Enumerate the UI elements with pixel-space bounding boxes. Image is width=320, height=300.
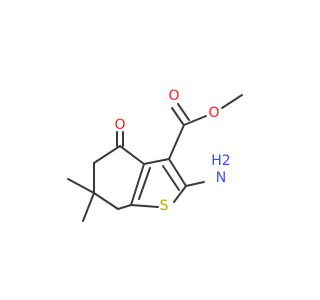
ketone-oxygen: O [114,117,125,133]
bond-c2-n [185,181,205,187]
ester-ether-oxygen: O [208,105,219,121]
structure-diagram: O O O S N H2 [67,88,243,222]
bond-ester-c-o-carbonyl-double [177,103,190,121]
ester-carbonyl-oxygen: O [168,88,179,104]
bond-ester-c-o-carbonyl [171,107,184,125]
atom-labels: O O O S N H2 [114,88,230,214]
bond-c7a-c3a [130,163,145,206]
bond-c6-methyl-a [67,178,95,194]
bond-s-c7a [130,204,159,208]
bond-c3-ester-c [168,124,185,160]
bonds [67,94,243,222]
sulfur-atom: S [160,198,169,214]
bond-ester-c-o-ether [183,115,207,126]
amino-nitrogen: N [216,170,226,186]
bond-c3-c2-double [162,165,180,191]
bond-c3-c2 [168,158,187,187]
bond-c7a-c3a-double [138,167,151,200]
bond-o-methyl [221,94,243,109]
bond-c7-c7a [117,204,132,210]
bond-c6-methyl-b [82,192,95,222]
bond-c6-c7 [93,192,119,210]
bond-c4-c5 [93,145,121,164]
bond-c3a-c3 [143,158,170,165]
amino-hydrogens: H2 [211,153,230,169]
bond-c2-s [173,185,187,203]
bond-c3a-c4 [119,145,145,165]
